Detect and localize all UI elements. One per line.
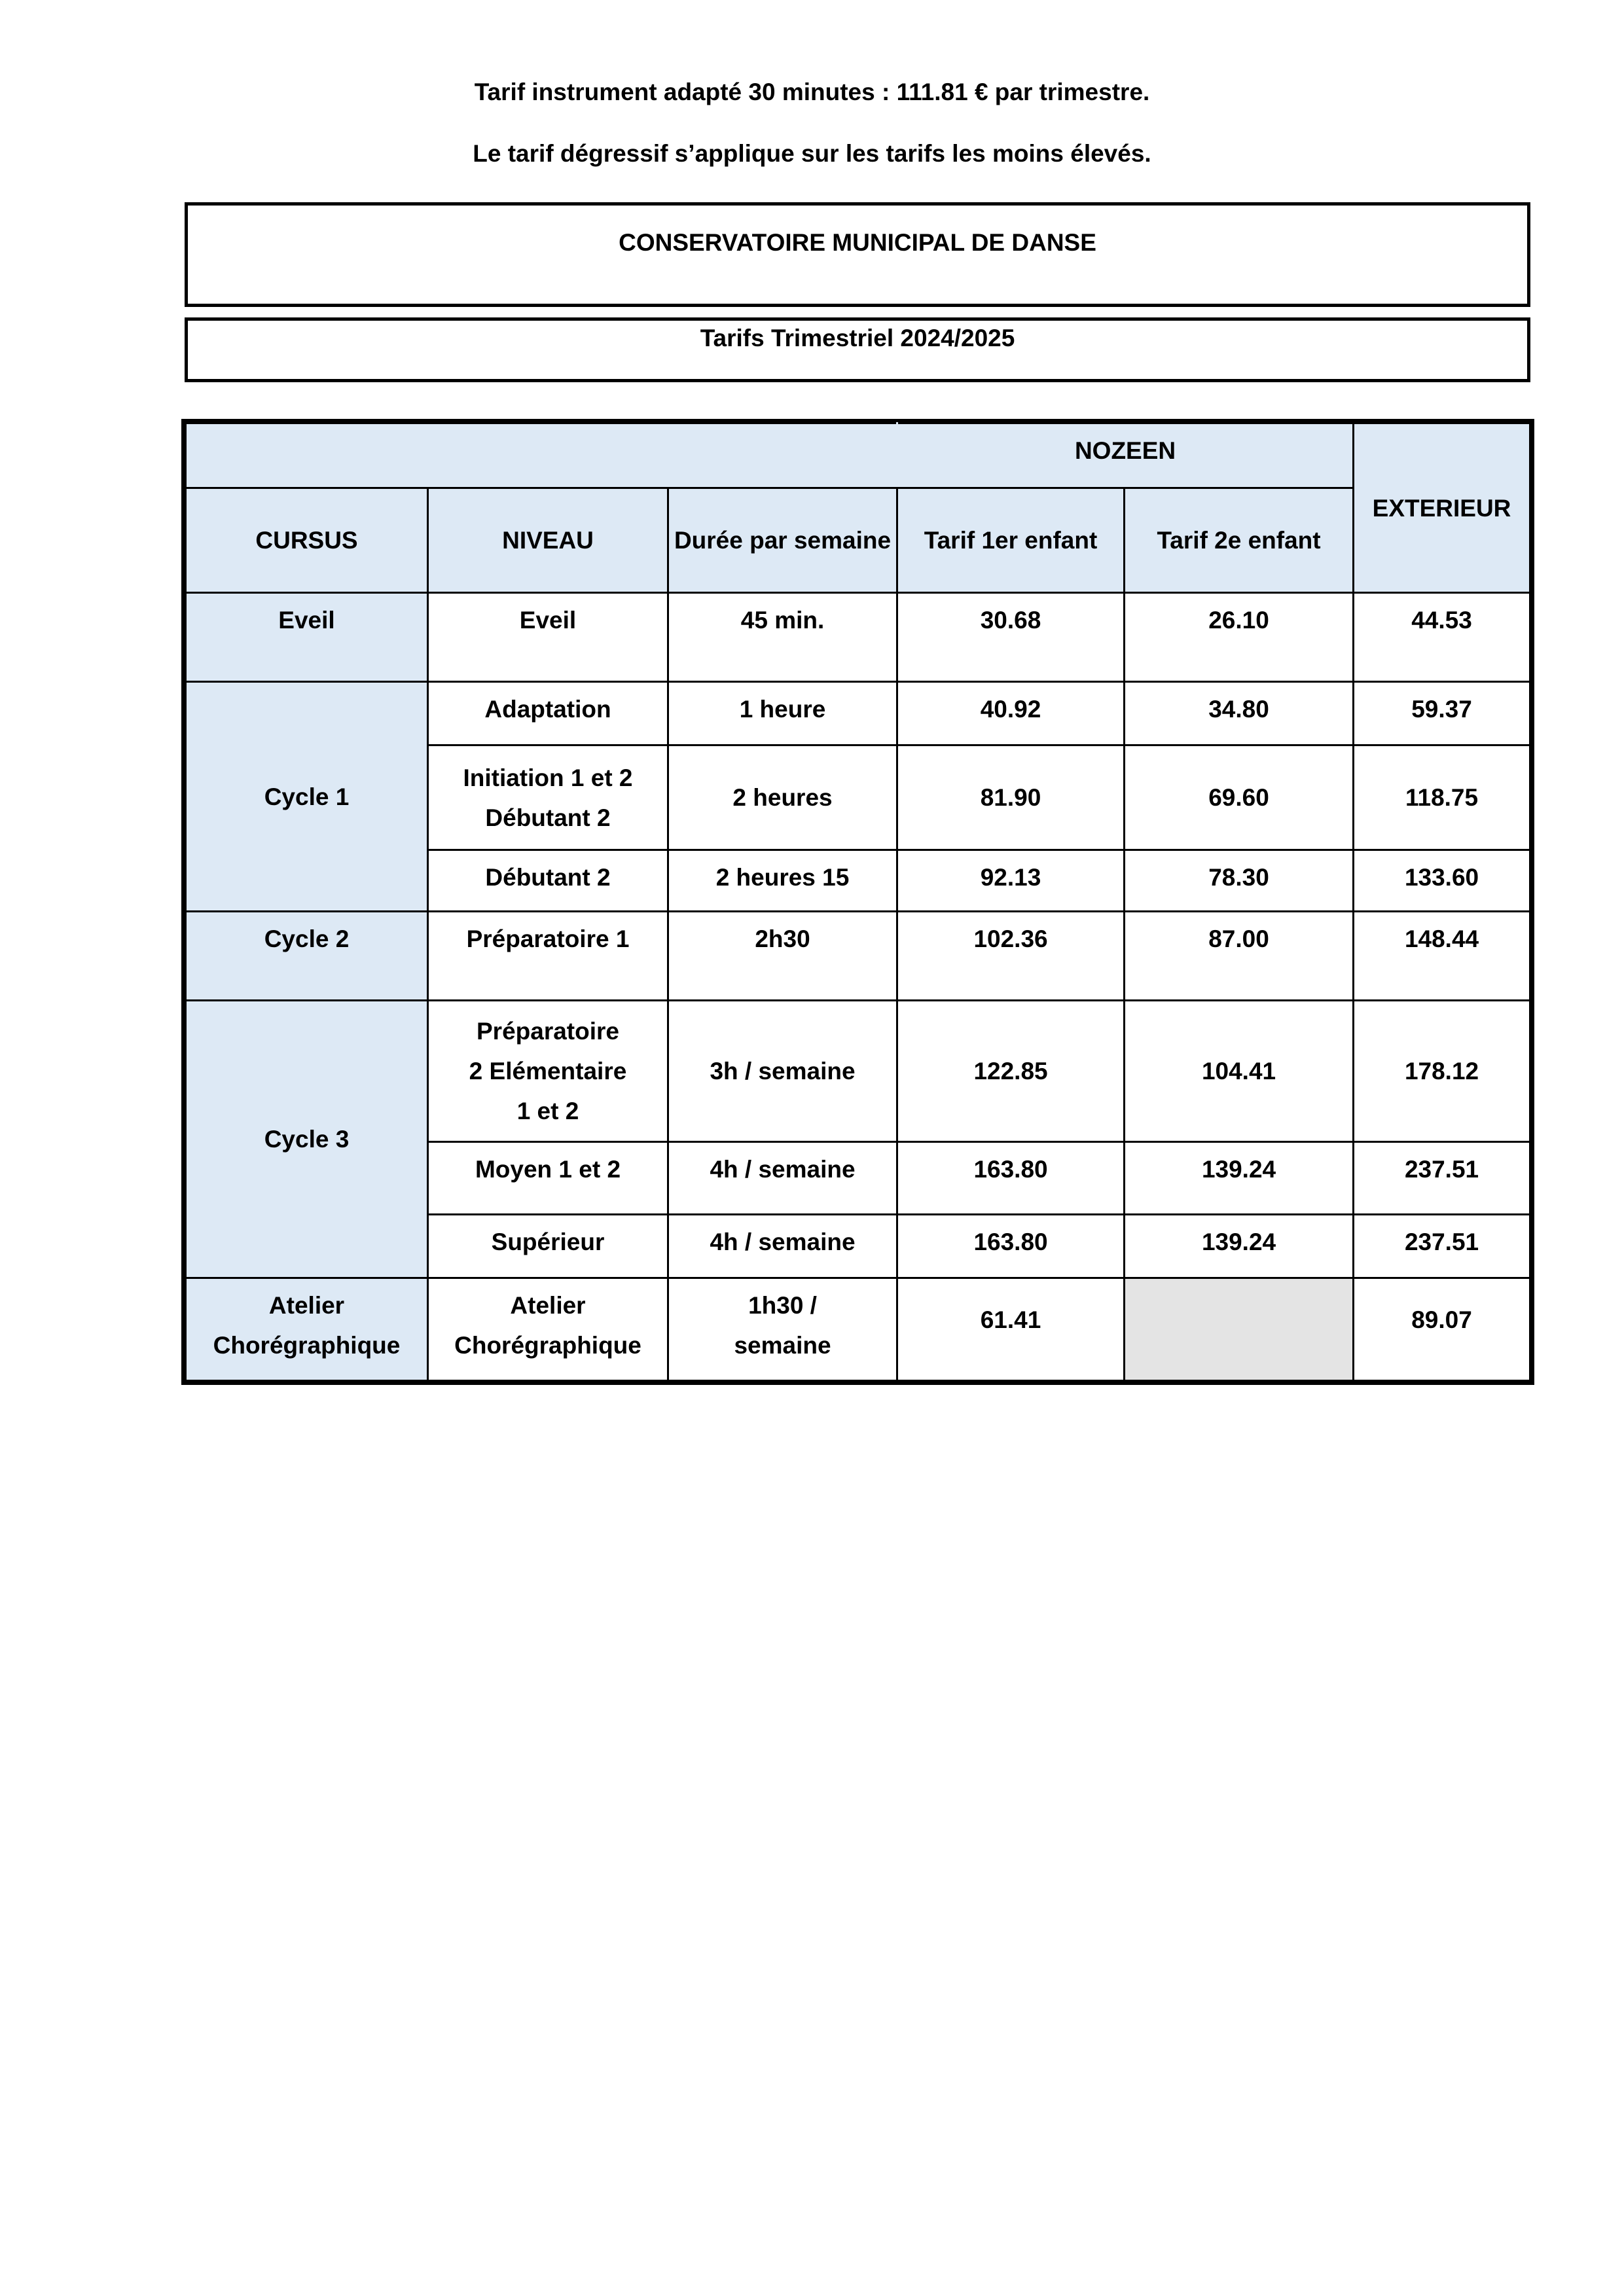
niveau-cell: Eveil bbox=[427, 592, 669, 683]
duree-cell: 4h / semaine bbox=[666, 1141, 899, 1215]
table-row: Débutant 2 2 heures 15 92.13 78.30 133.6… bbox=[186, 849, 1532, 912]
niveau-cell: Moyen 1 et 2 bbox=[427, 1141, 669, 1215]
niveau-cell: Supérieur bbox=[427, 1213, 669, 1279]
exterieur-cell: 44.53 bbox=[1352, 592, 1532, 683]
table-row: Eveil Eveil 45 min. 30.68 26.10 44.53 bbox=[185, 592, 1532, 683]
tarif1-cell: 163.80 bbox=[896, 1141, 1126, 1215]
tarif1-cell: 30.68 bbox=[896, 592, 1126, 683]
niveau-cell: Initiation 1 et 2 Débutant 2 bbox=[427, 744, 669, 851]
tarif1-cell: 40.92 bbox=[896, 681, 1126, 746]
duree-cell: 2 heures 15 bbox=[666, 849, 899, 912]
niveau-cell: Débutant 2 bbox=[427, 849, 669, 912]
tarif1-cell: 102.36 bbox=[896, 910, 1126, 1001]
tariff-table: NOZEEN EXTERIEUR CURSUS NIVEAU Durée par… bbox=[181, 419, 1535, 1385]
exterieur-cell: 178.12 bbox=[1352, 999, 1532, 1143]
niveau-cell: Préparatoire 2 Elémentaire 1 et 2 bbox=[427, 999, 669, 1143]
degressive-tariff-note: Le tarif dégressif s’applique sur les ta… bbox=[473, 140, 1151, 167]
header-blank bbox=[184, 422, 899, 489]
exterieur-cell: 237.51 bbox=[1352, 1213, 1532, 1279]
tarif2-cell: 87.00 bbox=[1123, 910, 1355, 1001]
document-subtitle: Tarifs Trimestriel 2024/2025 bbox=[700, 325, 1015, 351]
duree-cell: 1 heure bbox=[666, 681, 899, 746]
duree-cell: 1h30 / semaine bbox=[666, 1277, 899, 1382]
tarif1-cell: 81.90 bbox=[896, 744, 1126, 851]
header-nozeen: NOZEEN bbox=[896, 422, 1355, 489]
exterieur-cell: 118.75 bbox=[1352, 744, 1532, 851]
tarif2-cell: 69.60 bbox=[1123, 744, 1355, 851]
exterieur-cell: 237.51 bbox=[1352, 1141, 1532, 1215]
header-tarif-1er-enfant: Tarif 1er enfant bbox=[896, 487, 1126, 594]
duree-cell: 45 min. bbox=[666, 592, 899, 683]
header-tarif-2e-enfant: Tarif 2e enfant bbox=[1123, 487, 1355, 594]
niveau-cell: Atelier Chorégraphique bbox=[427, 1277, 669, 1382]
title-box: CONSERVATOIRE MUNICIPAL DE DANSE bbox=[185, 202, 1530, 307]
table-row: Cycle 2 Préparatoire 1 2h30 102.36 87.00… bbox=[185, 910, 1532, 1001]
tarif2-cell: 34.80 bbox=[1123, 681, 1355, 746]
header-duree: Durée par semaine bbox=[666, 487, 899, 594]
tarif1-cell: 163.80 bbox=[896, 1213, 1126, 1279]
exterieur-cell: 89.07 bbox=[1352, 1277, 1532, 1382]
tarif2-cell: 104.41 bbox=[1123, 999, 1355, 1143]
duree-cell: 4h / semaine bbox=[666, 1213, 899, 1279]
tarif2-cell: 139.24 bbox=[1123, 1213, 1355, 1279]
tarif1-cell: 92.13 bbox=[896, 849, 1126, 912]
tarif2-cell: 78.30 bbox=[1123, 849, 1355, 912]
cursus-cell: Cycle 1 bbox=[185, 681, 429, 912]
duree-cell: 2 heures bbox=[666, 744, 899, 851]
exterieur-cell: 133.60 bbox=[1352, 849, 1532, 912]
niveau-cell: Préparatoire 1 bbox=[427, 910, 669, 1001]
tarif2-cell: 26.10 bbox=[1123, 592, 1355, 683]
document-title: CONSERVATOIRE MUNICIPAL DE DANSE bbox=[619, 229, 1096, 256]
instrument-tariff-note: Tarif instrument adapté 30 minutes : 111… bbox=[474, 79, 1150, 105]
table-row: Initiation 1 et 2 Débutant 2 2 heures 81… bbox=[186, 744, 1532, 851]
table-row: Moyen 1 et 2 4h / semaine 163.80 139.24 … bbox=[186, 1141, 1532, 1215]
cursus-cell: Atelier Chorégraphique bbox=[185, 1277, 429, 1382]
cursus-cell: Cycle 3 bbox=[185, 999, 429, 1279]
cursus-cell: Eveil bbox=[185, 592, 429, 683]
tarif2-cell: 139.24 bbox=[1123, 1141, 1355, 1215]
table-row: Cycle 1 Adaptation 1 heure 40.92 34.80 5… bbox=[185, 681, 1532, 912]
tarif1-cell: 61.41 bbox=[896, 1277, 1126, 1382]
duree-cell: 3h / semaine bbox=[666, 999, 899, 1143]
header-exterieur: EXTERIEUR bbox=[1352, 422, 1532, 594]
tarif2-cell-empty bbox=[1123, 1277, 1355, 1382]
table-row: Supérieur 4h / semaine 163.80 139.24 237… bbox=[186, 1213, 1532, 1279]
exterieur-cell: 148.44 bbox=[1352, 910, 1532, 1001]
cursus-cell: Cycle 2 bbox=[185, 910, 429, 1001]
tarif1-cell: 122.85 bbox=[896, 999, 1126, 1143]
header-niveau: NIVEAU bbox=[427, 487, 669, 594]
table-row: Cycle 3 Préparatoire 2 Elémentaire 1 et … bbox=[185, 999, 1532, 1279]
header-cursus: CURSUS bbox=[185, 487, 429, 594]
exterieur-cell: 59.37 bbox=[1352, 681, 1532, 746]
niveau-cell: Adaptation bbox=[427, 681, 669, 746]
table-row: Atelier Chorégraphique Atelier Chorégrap… bbox=[185, 1277, 1532, 1382]
subtitle-box: Tarifs Trimestriel 2024/2025 bbox=[185, 317, 1530, 382]
duree-cell: 2h30 bbox=[666, 910, 899, 1001]
